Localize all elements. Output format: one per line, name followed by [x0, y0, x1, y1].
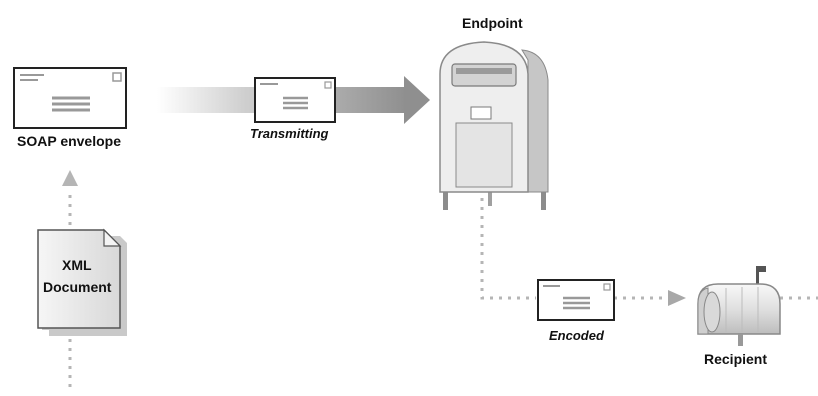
transmitting-label: Transmitting: [250, 126, 329, 141]
transmitting-envelope-icon: [254, 77, 336, 123]
recipient-mailbox-icon: [697, 266, 781, 346]
endpoint-label: Endpoint: [462, 15, 523, 31]
encoded-envelope-icon: [537, 279, 615, 321]
arrowhead-up-icon: [62, 170, 78, 186]
endpoint-mailbox-icon: [439, 41, 549, 210]
dotted-connector-endpoint-to-encoded: [480, 198, 536, 300]
arrowhead-right-icon: [668, 290, 686, 306]
soap-envelope-label: SOAP envelope: [17, 133, 121, 149]
xml-document-icon: [37, 228, 127, 336]
xml-document-label-line1: XML: [62, 257, 92, 273]
xml-document-label-line2: Document: [43, 279, 112, 295]
soap-envelope-icon: [13, 67, 127, 129]
encoded-label: Encoded: [549, 328, 605, 343]
recipient-label: Recipient: [704, 351, 767, 367]
